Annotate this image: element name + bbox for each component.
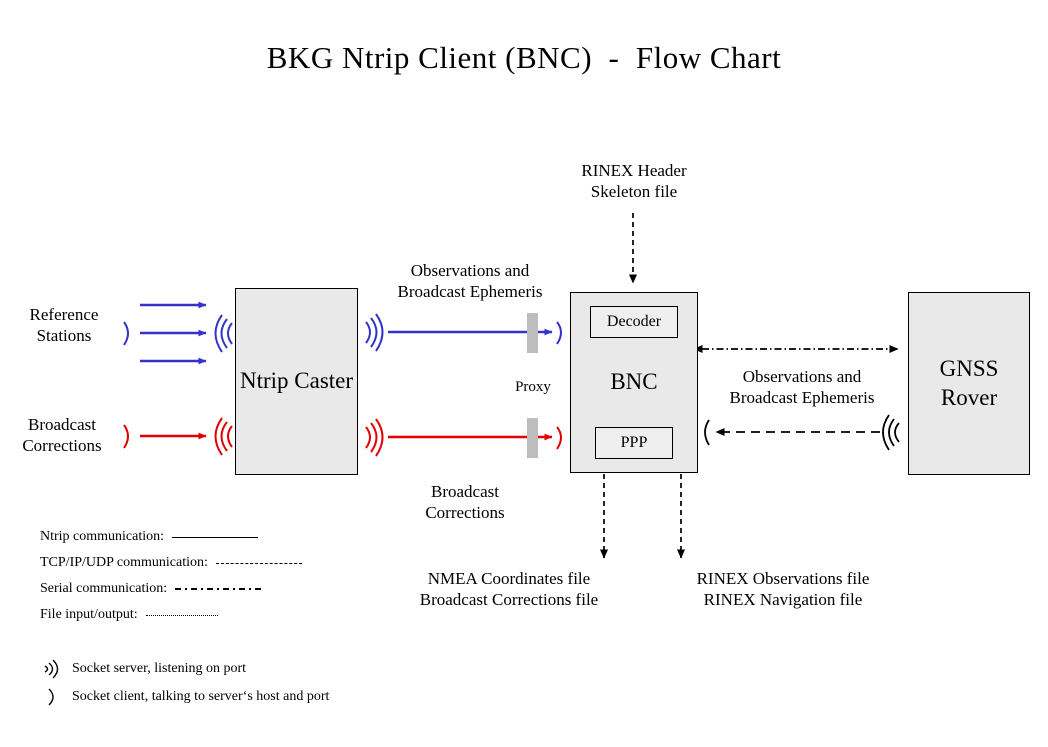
legend-sample-dashed-line <box>215 562 302 564</box>
flow-label-rinex-output: RINEX Observations file RINEX Navigation… <box>696 569 870 610</box>
socket-client-icon-bnc-corrections <box>556 426 562 450</box>
legend-sample-dash-dot-line <box>175 588 262 590</box>
flow-label-rinex-skeleton-input: RINEX Header Skeleton file <box>581 161 687 202</box>
socket-client-icon-bnc-rover <box>704 419 710 446</box>
flow-label-bnc-to-rover: Observations and Broadcast Ephemeris <box>729 367 875 408</box>
proxy-bar-bottom <box>527 418 538 458</box>
flow-label-caster-to-bnc-corrections: Broadcast Corrections <box>425 482 505 523</box>
legend-row-socket-server: Socket server, listening on port <box>38 655 329 683</box>
module-decoder-label: Decoder <box>606 313 662 331</box>
socket-server-icon-caster-out-observations <box>365 313 384 352</box>
flow-label-caster-to-bnc-observations: Observations and Broadcast Ephemeris <box>397 261 543 302</box>
page-title: BKG Ntrip Client (BNC) - Flow Chart <box>266 40 782 75</box>
node-bnc-label: BNC <box>610 369 658 395</box>
module-ppp-label: PPP <box>620 434 648 452</box>
proxy-label: Proxy <box>515 379 551 395</box>
legend-row-file-input-output: File input/output: <box>40 602 302 628</box>
legend-label-socket-client: Socket client, talking to server‘s host … <box>72 689 330 704</box>
socket-server-icon-caster-corrections <box>214 417 233 456</box>
socket-client-icon <box>38 685 72 709</box>
socket-server-icon-rover <box>882 414 900 451</box>
socket-client-icon-bnc-observations <box>556 321 562 345</box>
legend-label-socket-server: Socket server, listening on port <box>72 661 247 676</box>
socket-client-icon-broadcast-corrections <box>123 424 129 449</box>
node-ntrip-caster[interactable]: Ntrip Caster <box>235 288 358 475</box>
legend-label-tcpip-udp-communication: TCP/IP/UDP communication: <box>40 555 208 570</box>
node-gnss-rover-label: GNSS Rover <box>939 356 999 410</box>
legend-row-socket-client: Socket client, talking to server‘s host … <box>38 683 329 711</box>
legend-line-styles: Ntrip communication: TCP/IP/UDP communic… <box>40 524 302 628</box>
legend-label-ntrip-communication: Ntrip communication: <box>40 529 165 544</box>
legend-row-ntrip-communication: Ntrip communication: <box>40 524 302 550</box>
legend-row-tcpip-udp-communication: TCP/IP/UDP communication: <box>40 550 302 576</box>
socket-client-icon-reference-stations <box>123 321 129 346</box>
legend-row-serial-communication: Serial communication: <box>40 576 302 602</box>
module-decoder[interactable]: Decoder <box>590 306 678 338</box>
socket-server-icon-caster-out-corrections <box>365 418 384 457</box>
legend-sample-dotted-line <box>145 614 218 616</box>
legend-sockets: Socket server, listening on port Socket … <box>38 655 329 711</box>
endpoint-broadcast-corrections-label: Broadcast Corrections <box>22 415 102 456</box>
proxy-label-wrap: Proxy <box>497 378 569 396</box>
module-ppp[interactable]: PPP <box>595 426 673 459</box>
arrow-reference-stations-to-caster <box>140 301 207 365</box>
node-bnc[interactable]: Decoder BNC PPP <box>570 292 698 473</box>
legend-label-file-input-output: File input/output: <box>40 607 138 622</box>
socket-server-icon-caster-observations <box>214 314 233 353</box>
node-ntrip-caster-label: Ntrip Caster <box>239 368 354 394</box>
proxy-bar-top <box>527 313 538 353</box>
node-gnss-rover[interactable]: GNSS Rover <box>908 292 1030 475</box>
socket-server-icon <box>38 657 72 681</box>
flow-label-nmea-output: NMEA Coordinates file Broadcast Correcti… <box>419 569 599 610</box>
endpoint-reference-stations-label: Reference Stations <box>29 305 99 346</box>
legend-sample-solid-line <box>172 536 259 538</box>
legend-label-serial-communication: Serial communication: <box>40 581 168 596</box>
